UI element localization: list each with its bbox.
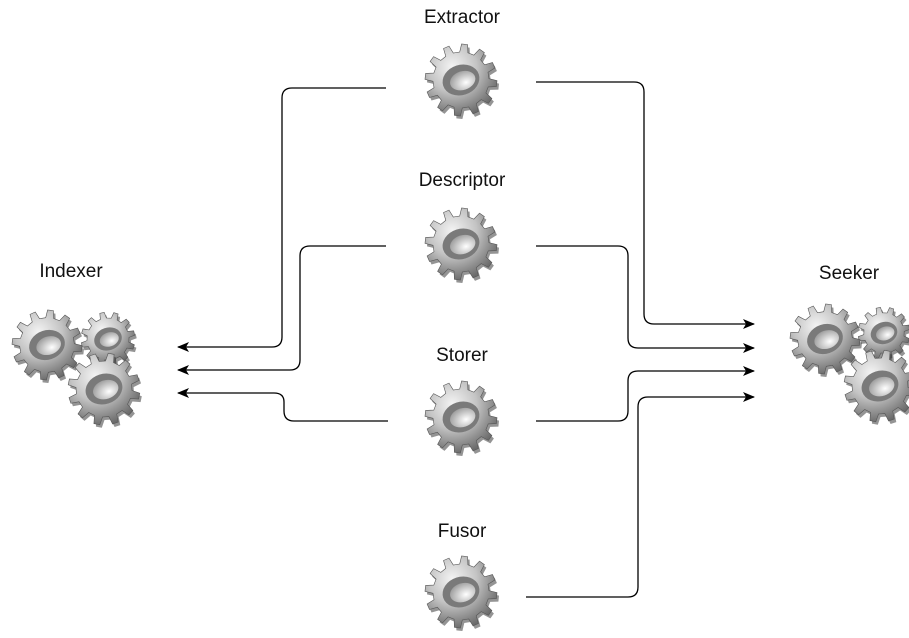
- descriptor-label: Descriptor: [418, 170, 506, 191]
- seeker-gears-icon: [789, 303, 909, 425]
- edge-storer-to-indexer: [177, 388, 388, 422]
- fusor-gear-icon: [424, 555, 499, 631]
- seeker-label: Seeker: [818, 263, 880, 284]
- storer-label: Storer: [436, 345, 488, 366]
- edge-extractor-to-indexer: [177, 87, 386, 352]
- indexer-label: Indexer: [39, 261, 103, 282]
- indexer-gears-icon: [11, 309, 142, 428]
- edge-descriptor-to-seeker: [536, 245, 755, 353]
- edge-extractor-to-seeker: [536, 81, 755, 329]
- extractor-label: Extractor: [423, 7, 501, 28]
- descriptor-gear-icon: [424, 207, 499, 283]
- edge-fusor-to-seeker: [526, 392, 755, 598]
- storer-gear-icon: [424, 380, 499, 456]
- extractor-gear-icon: [424, 43, 499, 119]
- edge-descriptor-to-indexer: [177, 245, 386, 375]
- fusor-label: Fusor: [437, 521, 487, 542]
- edge-storer-to-seeker: [536, 366, 755, 422]
